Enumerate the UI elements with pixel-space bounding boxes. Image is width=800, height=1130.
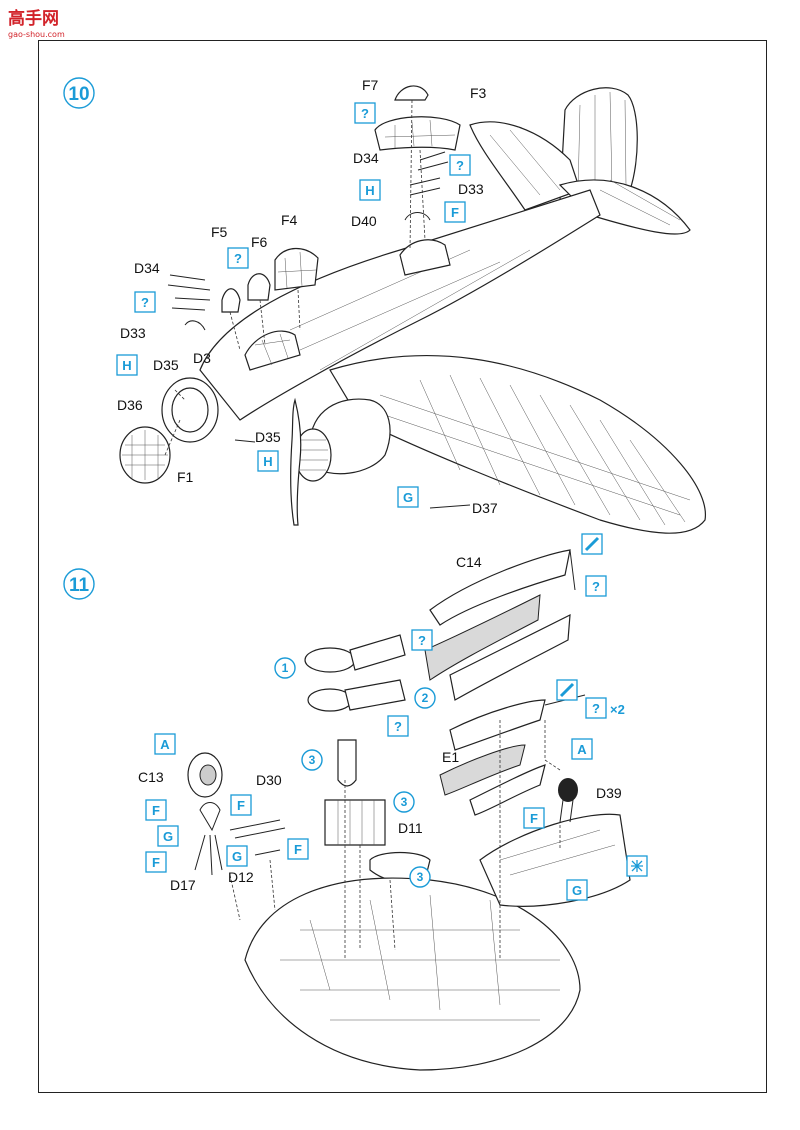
svg-text:G: G	[403, 490, 413, 505]
step-11: 11	[63, 533, 648, 1071]
step-10: 10	[63, 77, 706, 534]
part-label: D30	[256, 772, 282, 788]
part-label: D33	[458, 181, 484, 197]
color-refs-step10: ? ? H F ? ? H H G	[116, 102, 471, 508]
part-label: C13	[138, 769, 164, 785]
step-number: 11	[69, 575, 90, 596]
svg-text:3: 3	[309, 753, 316, 767]
svg-text:G: G	[232, 849, 242, 864]
svg-text:H: H	[122, 358, 131, 373]
part-labels-step10: F7 F3 D34 D33 D40 F4 F5 F6 D34 D33 D3 D3…	[117, 77, 498, 516]
part-label: D37	[472, 500, 498, 516]
svg-text:2: 2	[422, 691, 429, 705]
aircraft-drawing	[161, 87, 706, 534]
loose-parts	[119, 85, 471, 509]
svg-text:G: G	[163, 829, 173, 844]
svg-text:F: F	[237, 798, 245, 813]
part-label: D36	[117, 397, 143, 413]
part-label: F4	[281, 212, 298, 228]
svg-text:?: ?	[418, 633, 426, 648]
part-label: D39	[596, 785, 622, 801]
part-f7	[394, 85, 429, 101]
landing-gear	[187, 752, 286, 876]
svg-text:H: H	[365, 183, 374, 198]
part-f6	[247, 273, 271, 301]
part-label: D33	[120, 325, 146, 341]
bomb-refs: 1 2 3 3 3	[274, 657, 436, 888]
svg-text:H: H	[263, 454, 272, 469]
bombs	[304, 634, 431, 883]
aircraft-underside	[244, 778, 631, 1071]
svg-text:?: ?	[394, 719, 402, 734]
svg-text:?: ?	[592, 701, 600, 716]
svg-text:G: G	[572, 883, 582, 898]
part-label: D17	[170, 877, 196, 893]
site-logo: 高手网 gao-shou.com	[8, 8, 65, 39]
part-label: D11	[398, 820, 423, 836]
parts-guns-right	[409, 151, 449, 196]
svg-text:?: ?	[234, 251, 242, 266]
svg-text:3: 3	[401, 795, 408, 809]
svg-text:×2: ×2	[610, 702, 625, 717]
part-label: F6	[251, 234, 268, 250]
svg-text:A: A	[160, 737, 170, 752]
part-label: F5	[211, 224, 228, 240]
part-label: D12	[228, 869, 254, 885]
logo-text: 高手网	[8, 8, 59, 29]
part-label: D34	[134, 260, 160, 276]
part-f5	[221, 288, 241, 313]
part-f3	[374, 116, 461, 151]
svg-text:?: ?	[141, 295, 149, 310]
flap-panels	[424, 549, 571, 816]
logo-subtext: gao-shou.com	[8, 30, 65, 39]
svg-text:F: F	[152, 803, 160, 818]
svg-text:?: ?	[592, 579, 600, 594]
svg-text:3: 3	[417, 870, 424, 884]
part-d35b	[234, 439, 256, 443]
color-refs-step11: ? ? ? ×2 ? A A F F F G F G	[145, 533, 648, 901]
assembly-lines	[164, 99, 426, 456]
parts-guns-left	[167, 274, 211, 311]
svg-text:F: F	[530, 811, 538, 826]
part-d40	[404, 212, 431, 221]
svg-text:1: 1	[282, 661, 289, 675]
step-number-badge	[63, 568, 95, 600]
step-number-badge	[63, 77, 95, 109]
instruction-frame	[38, 40, 767, 1093]
svg-text:F: F	[451, 205, 459, 220]
part-label: D34	[353, 150, 379, 166]
part-label: D35	[255, 429, 281, 445]
part-label: D40	[351, 213, 377, 229]
svg-text:?: ?	[456, 158, 464, 173]
part-label: E1	[442, 749, 459, 765]
part-d37	[429, 504, 471, 509]
part-label: F7	[362, 77, 379, 93]
part-d3	[184, 320, 206, 331]
svg-text:?: ?	[361, 106, 369, 121]
part-labels-step11: C14 E1 C13 D30 D17 D12 D11 D39	[138, 554, 622, 893]
part-label: D35	[153, 357, 179, 373]
svg-text:F: F	[152, 855, 160, 870]
step-number: 10	[68, 84, 89, 105]
part-label: D3	[193, 350, 211, 366]
part-label: F3	[470, 85, 487, 101]
part-label: C14	[456, 554, 482, 570]
part-label: F1	[177, 469, 194, 485]
svg-text:F: F	[294, 842, 302, 857]
svg-text:A: A	[577, 742, 587, 757]
part-f4	[274, 247, 319, 291]
